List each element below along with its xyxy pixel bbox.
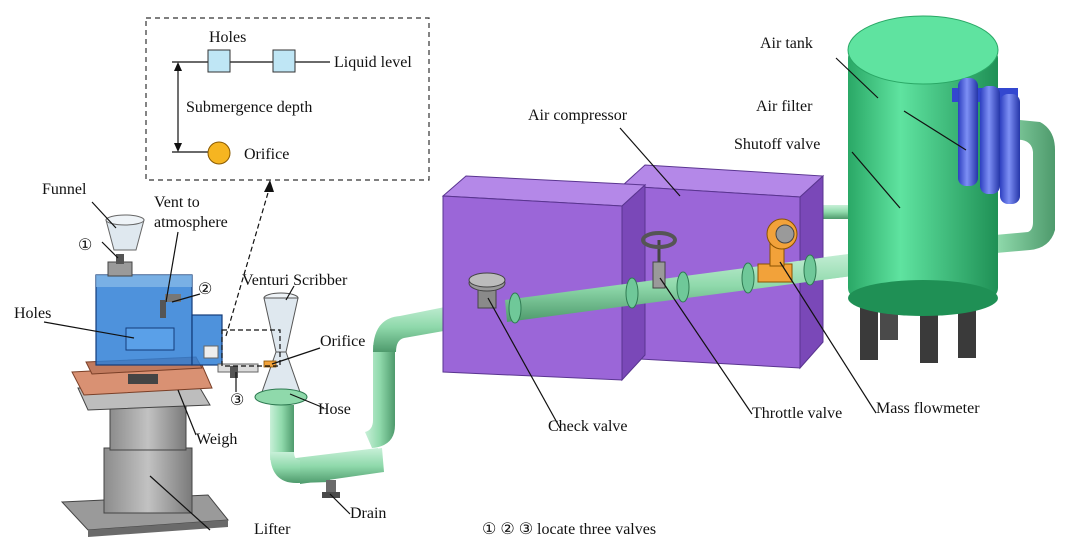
pipe-riser: [365, 345, 395, 448]
tank-leg: [920, 305, 938, 363]
mass-flowmeter-label: Mass flowmeter: [876, 400, 980, 417]
venturi-diverging: [261, 351, 301, 393]
hole-square: [207, 49, 231, 73]
leader-vent: [165, 231, 179, 303]
air-tank: [847, 15, 999, 363]
arrow-head-down: [174, 143, 182, 152]
leader-air-compressor: [619, 127, 681, 197]
detail-callout-box: [221, 329, 281, 367]
leader-throttle-valve: [659, 277, 753, 415]
leader-mass-flowmeter: [779, 261, 877, 414]
leader-valve-2: [171, 293, 201, 303]
leader-air-filter: [903, 110, 967, 151]
lifter-label: Lifter: [254, 521, 291, 538]
valve-2: [160, 300, 166, 318]
venturi-scrubber: [254, 292, 308, 406]
lifter-stand: [60, 387, 229, 537]
leader-check-valve: [487, 297, 561, 429]
leader-shutoff-valve: [851, 151, 901, 209]
air-compressor-label: Air compressor: [528, 107, 628, 124]
tank-bottom: [848, 280, 998, 316]
leader-lines: [43, 57, 967, 531]
drain-valve: [326, 480, 336, 496]
orifice-inset-label: Orifice: [244, 146, 289, 163]
pipe-flange: [803, 254, 817, 286]
air-filter-label: Air filter: [756, 98, 813, 115]
filter-cartridge: [980, 86, 1000, 194]
hole-square: [272, 49, 296, 73]
pipe-segment: [300, 448, 384, 484]
leader-orifice: [271, 347, 321, 365]
legend-note: ① ② ③ locate three valves: [482, 521, 656, 538]
valve-1: [116, 254, 124, 264]
leader-hose: [289, 393, 325, 409]
scale-display: [128, 374, 158, 384]
leader-weigh: [177, 389, 197, 436]
mass-flowmeter: [757, 218, 798, 283]
valve-3-label: ③: [230, 392, 244, 409]
inset-frame: [145, 17, 430, 181]
tank-main: [95, 274, 193, 366]
shutoff-valve-label: Shutoff valve: [734, 136, 820, 153]
inset-schematic: Holes Liquid level Submergence depth Ori…: [145, 17, 430, 181]
liquid-level-label: Liquid level: [334, 54, 412, 71]
leader-venturi: [285, 285, 295, 301]
leader-valve-1: [101, 241, 119, 259]
leader-lifter: [149, 475, 211, 531]
orifice-label: Orifice: [320, 333, 365, 350]
funnel-label: Funnel: [42, 181, 87, 198]
tank-air-gap: [96, 275, 192, 287]
air-tank-label: Air tank: [760, 35, 813, 52]
throttle-valve-label: Throttle valve: [752, 405, 842, 422]
arrow-head-up: [174, 62, 182, 71]
venturi-orifice: [263, 360, 277, 368]
holes-label: Holes: [14, 305, 51, 322]
funnel-stem-block: [107, 261, 133, 277]
drain-label: Drain: [350, 505, 386, 522]
vent-label: Vent to: [154, 194, 200, 211]
air-filters: [952, 78, 1020, 204]
compressor-front: [442, 195, 623, 381]
pipe-flange: [508, 292, 522, 324]
funnel-rim: [105, 214, 145, 226]
tank-inner-box: [125, 327, 175, 351]
pipe-flange: [625, 277, 639, 309]
filter-cartridge: [958, 78, 978, 186]
detail-callout-line: [225, 185, 271, 337]
lifter-base-edge: [88, 520, 228, 537]
leader-holes: [43, 321, 135, 339]
filter-cartridge: [1000, 94, 1020, 204]
tank-leg: [958, 300, 976, 358]
submergence-depth-label: Submergence depth: [186, 99, 312, 116]
weigh-label: Weigh: [196, 431, 237, 448]
hose-label: Hose: [318, 401, 351, 418]
venturi-label: Venturi Scribber: [242, 272, 348, 289]
holes-inset-label: Holes: [209, 29, 246, 46]
valve-2-label: ②: [198, 281, 212, 298]
leader-drain: [329, 493, 351, 515]
tank-outlet: [203, 345, 219, 359]
leader-air-tank: [835, 57, 879, 99]
orifice-circle: [207, 141, 231, 165]
pipe-segment: [270, 405, 294, 460]
callout-arrow-head: [264, 180, 274, 192]
pipe-flange: [676, 271, 690, 303]
tank-top: [847, 15, 999, 85]
valve-3: [230, 366, 238, 378]
vent-handle: [165, 294, 181, 302]
lifter-lower-column: [103, 447, 193, 514]
tank-leg: [860, 300, 878, 360]
pipe-flange: [741, 262, 755, 294]
valve-1-label: ①: [78, 237, 92, 254]
vent-label-2: atmosphere: [154, 214, 228, 231]
venturi-converging: [263, 297, 299, 353]
check-valve-label: Check valve: [548, 418, 628, 435]
leader-funnel: [91, 201, 117, 229]
venturi-flange: [254, 388, 308, 406]
